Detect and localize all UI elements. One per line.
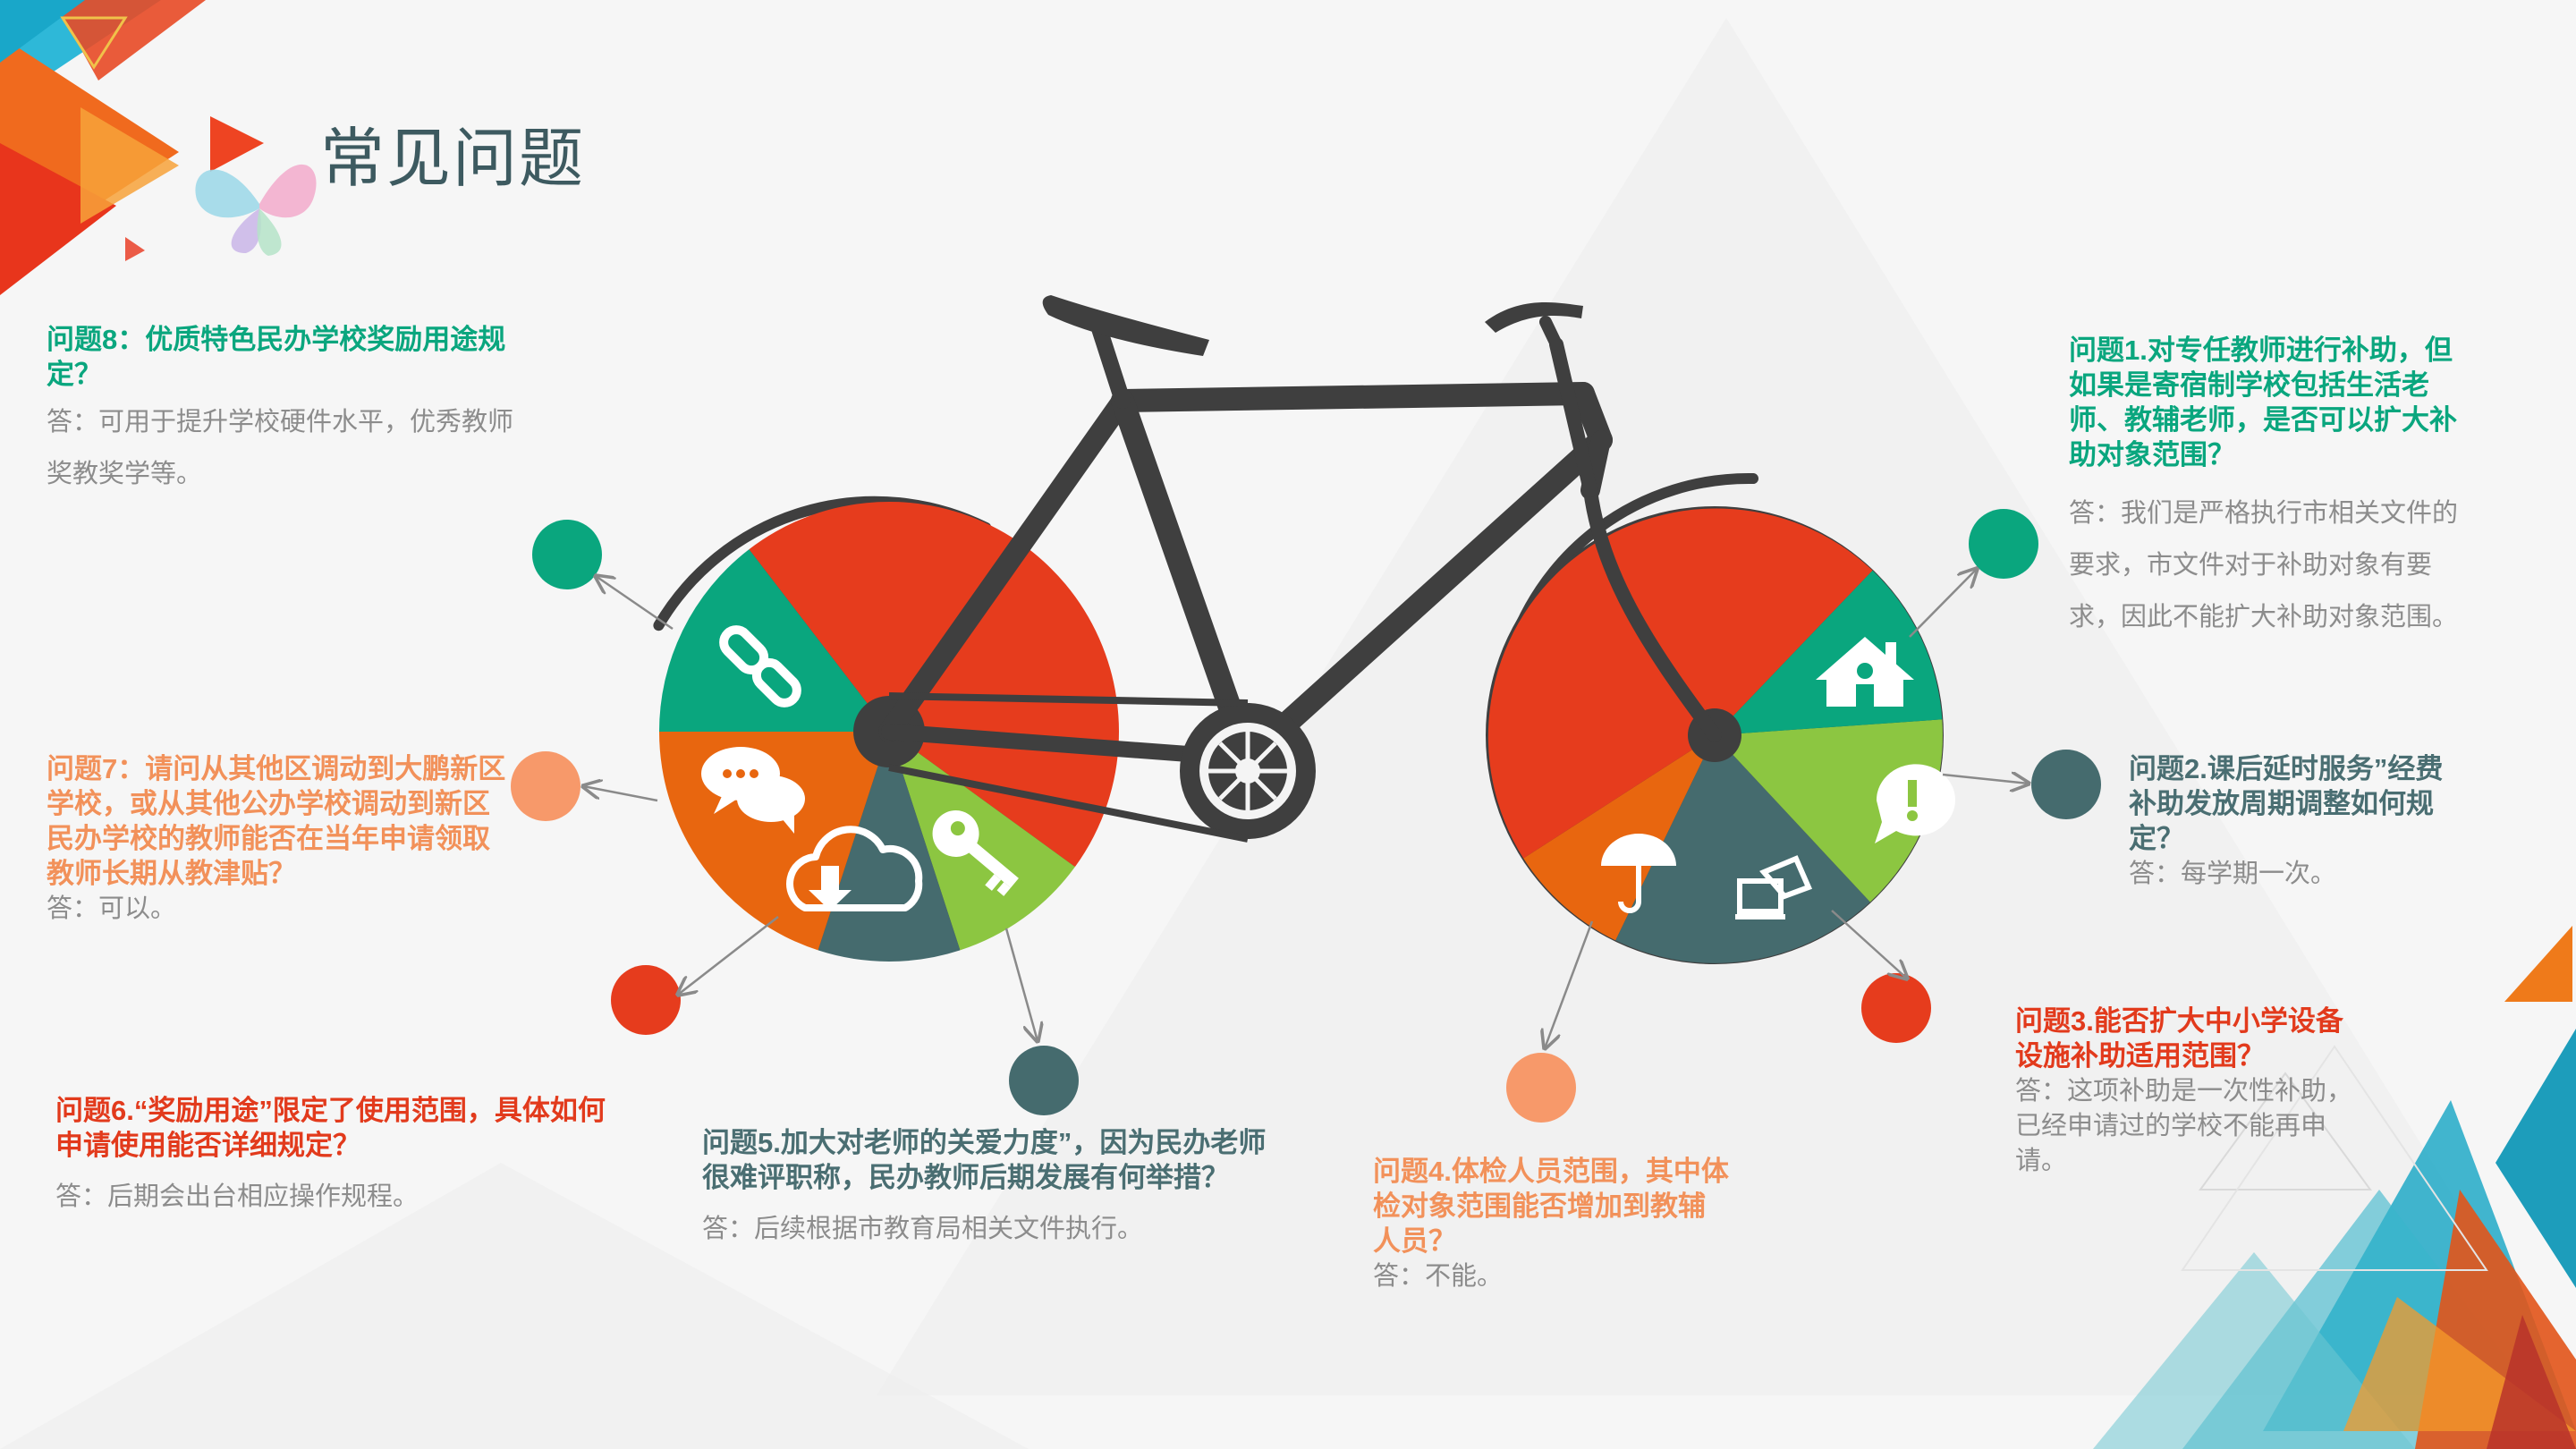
exclamation-icon [1875, 764, 1955, 843]
question-6: 问题6.“奖励用途”限定了使用范围，具体如何申请使用能否详细规定？ [55, 1095, 606, 1161]
faq-item-3: 问题3.能否扩大中小学设备设施补助适用范围？ 答：这项补助是一次性补助，已经申请… [2015, 1004, 2355, 1178]
cloud-download-icon [786, 826, 923, 911]
corner-decoration-top-left [0, 0, 264, 295]
connector-arrows [583, 569, 2029, 1048]
question-3: 问题3.能否扩大中小学设备设施补助适用范围？ [2015, 1005, 2343, 1072]
question-1: 问题1.对专任教师进行补助，但如果是寄宿制学校包括生活老师、教辅老师，是否可以扩… [2069, 335, 2457, 470]
question-8: 问题8：优质特色民办学校奖励用途规定？ [47, 324, 506, 390]
key-icon [932, 810, 1019, 896]
chat-bubbles-icon [701, 747, 805, 834]
question-2: 问题2.课后延时服务”经费补助发放周期调整如何规定？ [2129, 753, 2444, 854]
answer-3: 答：这项补助是一次性补助，已经申请过的学校不能再申请。 [2015, 1075, 2353, 1175]
handlebar [1485, 301, 1583, 333]
home-icon [1816, 637, 1914, 707]
answer-7: 答：可以。 [47, 893, 177, 923]
page-title: 常见问题 [320, 121, 586, 196]
faq-item-6: 问题6.“奖励用途”限定了使用范围，具体如何申请使用能否详细规定？ 答：后期会出… [55, 1093, 632, 1222]
faq-item-2: 问题2.课后延时服务”经费补助发放周期调整如何规定？ 答：每学期一次。 [2129, 751, 2460, 891]
chainring [888, 692, 1316, 843]
bicycle-seat [1042, 295, 1209, 356]
faq-item-5: 问题5.加大对老师的关爱力度”，因为民办老师很难评职称，民办教师后期发展有何举措… [702, 1125, 1275, 1254]
marker-dots [511, 509, 2101, 1123]
question-5: 问题5.加大对老师的关爱力度”，因为民办老师很难评职称，民办教师后期发展有何举措… [702, 1127, 1267, 1193]
answer-2: 答：每学期一次。 [2129, 858, 2337, 888]
answer-1: 答：我们是严格执行市相关文件的要求，市文件对于补助对象有要求，因此不能扩大补助对… [2069, 497, 2459, 631]
faq-item-8: 问题8：优质特色民办学校奖励用途规定？ 答：可用于提升学校硬件水平，优秀教师奖教… [47, 322, 525, 499]
question-4: 问题4.体检人员范围，其中体检对象范围能否增加到教辅人员？ [1373, 1156, 1729, 1257]
faq-item-1: 问题1.对专任教师进行补助，但如果是寄宿制学校包括生活老师、教辅老师，是否可以扩… [2069, 333, 2462, 642]
monitor-icon [1735, 855, 1813, 919]
corner-decoration-bottom-right [2093, 926, 2576, 1449]
faq-item-4: 问题4.体检人员范围，其中体检对象范围能否增加到教辅人员？ 答：不能。 [1373, 1154, 1731, 1293]
answer-4: 答：不能。 [1373, 1260, 1504, 1291]
link-icon [719, 625, 801, 708]
umbrella-icon [1601, 834, 1676, 913]
question-7: 问题7：请问从其他区调动到大鹏新区学校，或从其他公办学校调动到新区民办学校的教师… [47, 753, 506, 889]
answer-8: 答：可用于提升学校硬件水平，优秀教师奖教奖学等。 [47, 406, 514, 488]
answer-5: 答：后续根据市教育局相关文件执行。 [702, 1213, 1144, 1243]
bicycle-frame [878, 309, 1722, 770]
butterfly-icon [195, 164, 317, 256]
answer-6: 答：后期会出台相应操作规程。 [55, 1181, 419, 1211]
faq-item-7: 问题7：请问从其他区调动到大鹏新区学校，或从其他公办学校调动到新区民办学校的教师… [47, 751, 512, 926]
